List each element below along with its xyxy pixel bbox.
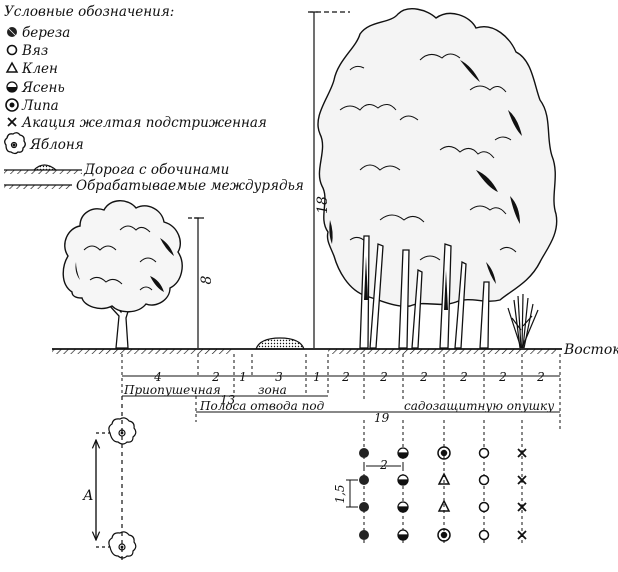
dim-2f: 2 [498, 370, 507, 384]
linden-maple-column [437, 446, 451, 542]
zone-label-left: Приопушечная [123, 383, 221, 397]
zone-label-right: зона [258, 383, 287, 397]
dim-2g: 2 [536, 370, 545, 384]
legend-label-inter-rows: Обрабатываемые междурядья [76, 178, 304, 194]
apple-plan-lower-icon [108, 531, 137, 559]
birch-symbol-icon [7, 27, 17, 37]
legend-label-apple: Яблоня [29, 137, 84, 153]
ground-line [52, 337, 562, 354]
ash-column [397, 447, 409, 541]
apple-tree-crown [62, 200, 183, 313]
dimension-values: 4 2 1 3 1 2 2 2 2 2 2 Приопушечная 13 зо… [123, 370, 554, 425]
elm-symbol-icon [6, 44, 18, 56]
legend: Условные обозначения: береза Вяз Клен Яс… [4, 4, 304, 194]
legend-title: Условные обозначения: [4, 4, 174, 20]
road-mound [255, 337, 305, 350]
dim-2d: 2 [419, 370, 428, 384]
dim-4: 4 [153, 370, 162, 384]
ground-label-east: Восток [563, 342, 618, 358]
acacia-shrub [507, 293, 539, 349]
height-forest: 18 [315, 196, 331, 214]
apple-plan [96, 396, 137, 560]
dim-3: 3 [275, 370, 283, 384]
zone-width: 13 [220, 393, 236, 407]
dim-2e: 2 [459, 370, 468, 384]
inter-rows-symbol-icon [4, 184, 72, 189]
dim-1a: 1 [239, 370, 247, 384]
legend-label-elm: Вяз [21, 43, 48, 59]
birch-column [359, 448, 369, 540]
elm-column [478, 447, 490, 541]
linden-symbol-icon [5, 98, 19, 112]
dim-1b: 1 [313, 370, 321, 384]
acacia-symbol-icon [7, 117, 17, 127]
forest-crown [317, 8, 558, 308]
dim-2a: 2 [211, 370, 220, 384]
acacia-column [517, 448, 527, 540]
apple-spacing-label: А [82, 488, 94, 504]
legend-label-road: Дорога с обочинами [83, 162, 229, 178]
horizontal-dimensions [121, 354, 561, 430]
plan-spacing-x: 2 [379, 458, 388, 472]
legend-label-acacia: Акация желтая подстриженная [21, 115, 267, 131]
legend-label-maple: Клен [21, 61, 58, 77]
apple-plan-upper-icon [108, 417, 137, 445]
height-dimensions [188, 11, 350, 348]
legend-label-linden: Липа [21, 98, 59, 114]
height-orchard: 8 [199, 275, 215, 284]
strip-label-left: Полоса отвода под [199, 399, 325, 413]
legend-label-birch: береза [22, 25, 70, 41]
apple-tree-elevation [62, 200, 183, 349]
forest-windbreak [317, 8, 558, 349]
strip-label-right: садозащитную опушку [404, 399, 554, 413]
road-symbol-icon [4, 164, 82, 174]
ash-symbol-icon [6, 81, 18, 93]
strip-width: 19 [374, 411, 390, 425]
dim-2c: 2 [379, 370, 388, 384]
windbreak-plan [346, 420, 527, 545]
legend-label-ash: Ясень [21, 80, 65, 96]
maple-symbol-icon [5, 61, 19, 73]
dim-2b: 2 [341, 370, 350, 384]
apple-tree-symbol-icon [4, 132, 26, 155]
plan-spacing-y: 1,5 [333, 484, 347, 503]
